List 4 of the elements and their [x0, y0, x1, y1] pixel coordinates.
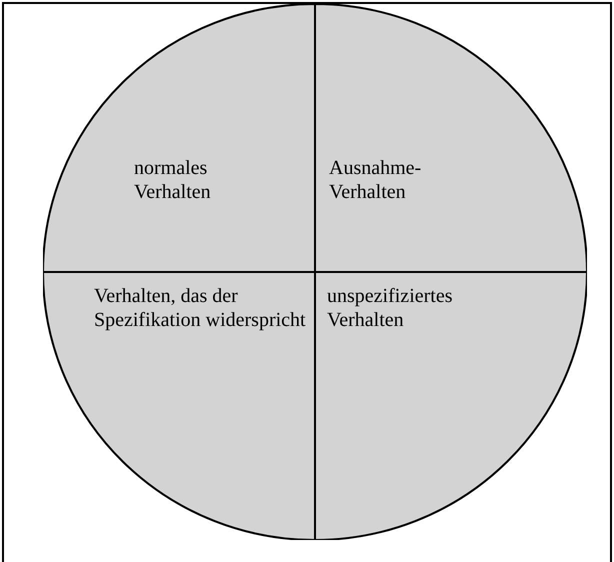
quadrant-label: Ausnahme- Verhalten [329, 156, 422, 204]
quadrant-label: Verhalten, das der Spezifikation widerspricht [94, 284, 307, 332]
quadrant-label: unspezifiziertes Verhalten [327, 284, 454, 332]
quadrant-label: normales Verhalten [134, 156, 212, 204]
